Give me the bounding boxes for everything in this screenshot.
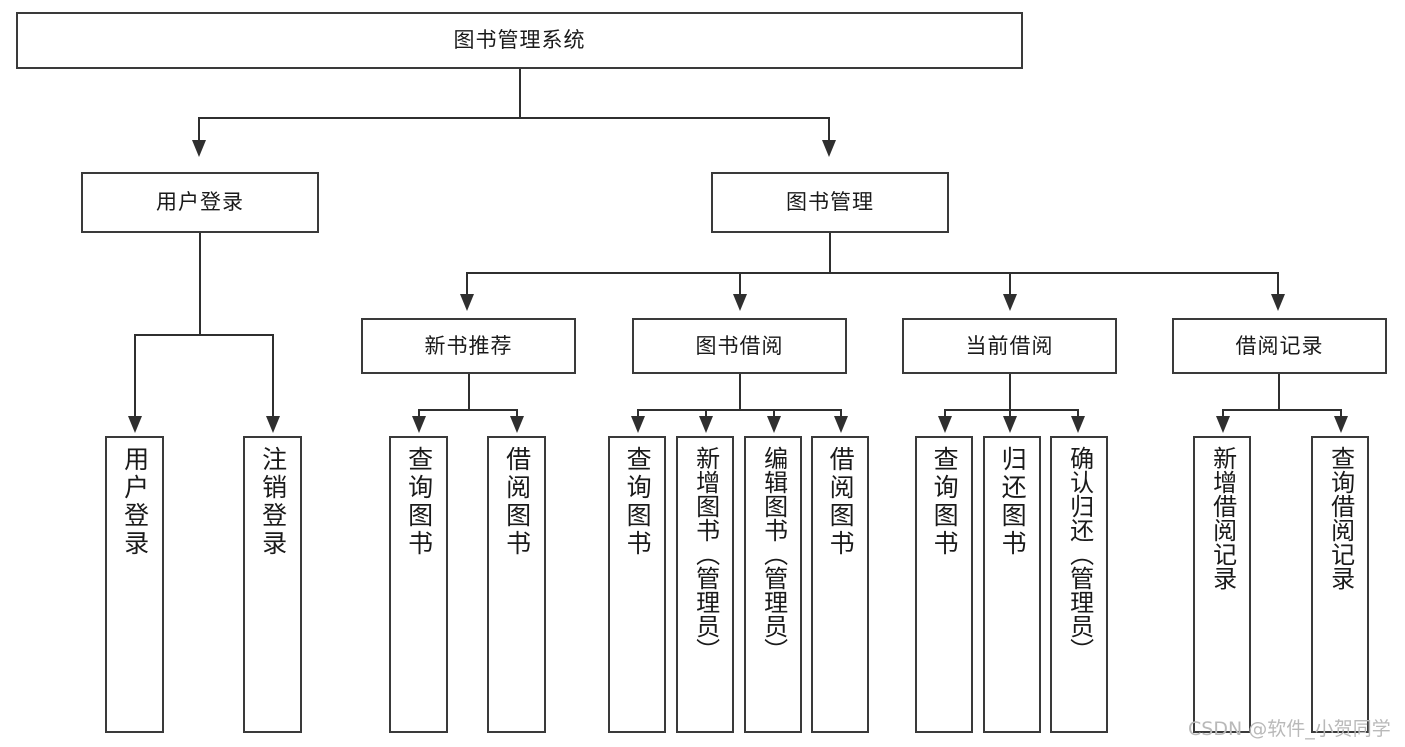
arrow-borrow-record-leaf-1 <box>1216 416 1230 433</box>
watermark-text: CSDN @软件_小贺同学 <box>1188 718 1391 740</box>
connector-user-login-left-drop <box>134 334 136 418</box>
connector-book-management-bar <box>466 272 1279 274</box>
node-label: 确认归还（管理员） <box>1065 446 1094 662</box>
connector-borrow-record-drop-1 <box>1222 409 1224 419</box>
connector-user-login-right-drop <box>272 334 274 418</box>
leaf-borrow-book-newbook[interactable]: 借阅图书 <box>487 436 546 733</box>
arrow-borrow-record-leaf-2 <box>1334 416 1348 433</box>
connector-borrow-book-bar <box>637 409 841 411</box>
node-new-book-recommend[interactable]: 新书推荐 <box>361 318 576 374</box>
leaf-query-book-borrow[interactable]: 查询图书 <box>608 436 666 733</box>
node-label: 当前借阅 <box>965 333 1054 358</box>
connector-bm-drop-2 <box>739 272 741 296</box>
connector-new-book-drop-2 <box>516 409 518 419</box>
node-root-book-management-system[interactable]: 图书管理系统 <box>16 12 1023 69</box>
connector-new-book-drop-1 <box>418 409 420 419</box>
node-label: 查询借阅记录 <box>1326 446 1355 590</box>
arrow-user-login-leaf-1 <box>128 416 142 433</box>
connector-borrow-record-stem <box>1278 374 1280 410</box>
node-label: 新增图书（管理员） <box>691 446 720 662</box>
node-label: 查询图书 <box>930 446 960 558</box>
connector-borrow-book-drop-4 <box>840 409 842 419</box>
connector-bm-drop-1 <box>466 272 468 296</box>
arrow-user-login-leaf-2 <box>266 416 280 433</box>
arrow-new-book-leaf-1 <box>412 416 426 433</box>
arrow-root-to-book-management <box>822 140 836 157</box>
connector-book-management-stem <box>829 233 831 273</box>
connector-root-bar <box>198 117 830 119</box>
connector-current-borrow-stem <box>1009 374 1011 410</box>
node-label: 新书推荐 <box>424 333 513 358</box>
connector-user-login-bar <box>134 334 273 336</box>
node-label: 图书管理系统 <box>453 28 586 53</box>
arrow-current-borrow-leaf-2 <box>1003 416 1017 433</box>
node-user-login[interactable]: 用户登录 <box>81 172 319 233</box>
leaf-query-borrow-record[interactable]: 查询借阅记录 <box>1311 436 1369 733</box>
connector-borrow-book-stem <box>739 374 741 410</box>
node-current-borrow[interactable]: 当前借阅 <box>902 318 1117 374</box>
connector-current-borrow-bar <box>944 409 1078 411</box>
connector-new-book-bar <box>418 409 517 411</box>
leaf-add-borrow-record[interactable]: 新增借阅记录 <box>1193 436 1251 733</box>
connector-root-to-book-management <box>828 117 830 143</box>
connector-bm-drop-3 <box>1009 272 1011 296</box>
connector-user-login-stem <box>199 233 201 335</box>
connector-current-borrow-drop-3 <box>1077 409 1079 419</box>
connector-borrow-book-drop-2 <box>705 409 707 419</box>
arrow-new-book-leaf-2 <box>510 416 524 433</box>
connector-root-stem <box>519 69 521 118</box>
connector-current-borrow-drop-1 <box>944 409 946 419</box>
connector-borrow-record-drop-2 <box>1340 409 1342 419</box>
arrow-current-borrow-leaf-3 <box>1071 416 1085 433</box>
leaf-add-book-admin[interactable]: 新增图书（管理员） <box>676 436 734 733</box>
leaf-edit-book-admin[interactable]: 编辑图书（管理员） <box>744 436 802 733</box>
node-book-borrow[interactable]: 图书借阅 <box>632 318 847 374</box>
node-label: 图书管理 <box>786 190 874 215</box>
node-borrow-record[interactable]: 借阅记录 <box>1172 318 1387 374</box>
arrow-borrow-book-leaf-2 <box>699 416 713 433</box>
node-label: 归还图书 <box>998 446 1028 558</box>
node-label: 编辑图书（管理员） <box>759 446 788 662</box>
node-label: 查询图书 <box>404 446 434 558</box>
node-label: 用户登录 <box>120 446 150 558</box>
node-label: 借阅记录 <box>1235 333 1324 358</box>
connector-root-to-user-login <box>198 117 200 143</box>
arrow-borrow-book-leaf-3 <box>767 416 781 433</box>
leaf-query-book-current[interactable]: 查询图书 <box>915 436 973 733</box>
node-label: 借阅图书 <box>826 446 856 558</box>
connector-borrow-book-drop-3 <box>773 409 775 419</box>
node-book-management[interactable]: 图书管理 <box>711 172 949 233</box>
leaf-query-book-newbook[interactable]: 查询图书 <box>389 436 448 733</box>
arrow-bm-to-borrow-record <box>1271 294 1285 311</box>
node-label: 图书借阅 <box>695 333 784 358</box>
connector-new-book-stem <box>468 374 470 410</box>
leaf-confirm-return-admin[interactable]: 确认归还（管理员） <box>1050 436 1108 733</box>
arrow-borrow-book-leaf-1 <box>631 416 645 433</box>
leaf-borrow-book-borrow[interactable]: 借阅图书 <box>811 436 869 733</box>
node-label: 注销登录 <box>258 446 288 558</box>
node-label: 用户登录 <box>156 190 244 215</box>
arrow-borrow-book-leaf-4 <box>834 416 848 433</box>
node-label: 查询图书 <box>623 446 653 558</box>
leaf-return-book[interactable]: 归还图书 <box>983 436 1041 733</box>
arrow-bm-to-borrow-book <box>733 294 747 311</box>
arrow-bm-to-new-book <box>460 294 474 311</box>
leaf-logout[interactable]: 注销登录 <box>243 436 302 733</box>
node-label: 借阅图书 <box>502 446 532 558</box>
arrow-root-to-user-login <box>192 140 206 157</box>
arrow-current-borrow-leaf-1 <box>938 416 952 433</box>
connector-borrow-record-bar <box>1222 409 1341 411</box>
node-label: 新增借阅记录 <box>1208 446 1237 590</box>
connector-borrow-book-drop-1 <box>637 409 639 419</box>
arrow-bm-to-current-borrow <box>1003 294 1017 311</box>
leaf-user-login[interactable]: 用户登录 <box>105 436 164 733</box>
connector-bm-drop-4 <box>1277 272 1279 296</box>
connector-current-borrow-drop-2 <box>1009 409 1011 419</box>
